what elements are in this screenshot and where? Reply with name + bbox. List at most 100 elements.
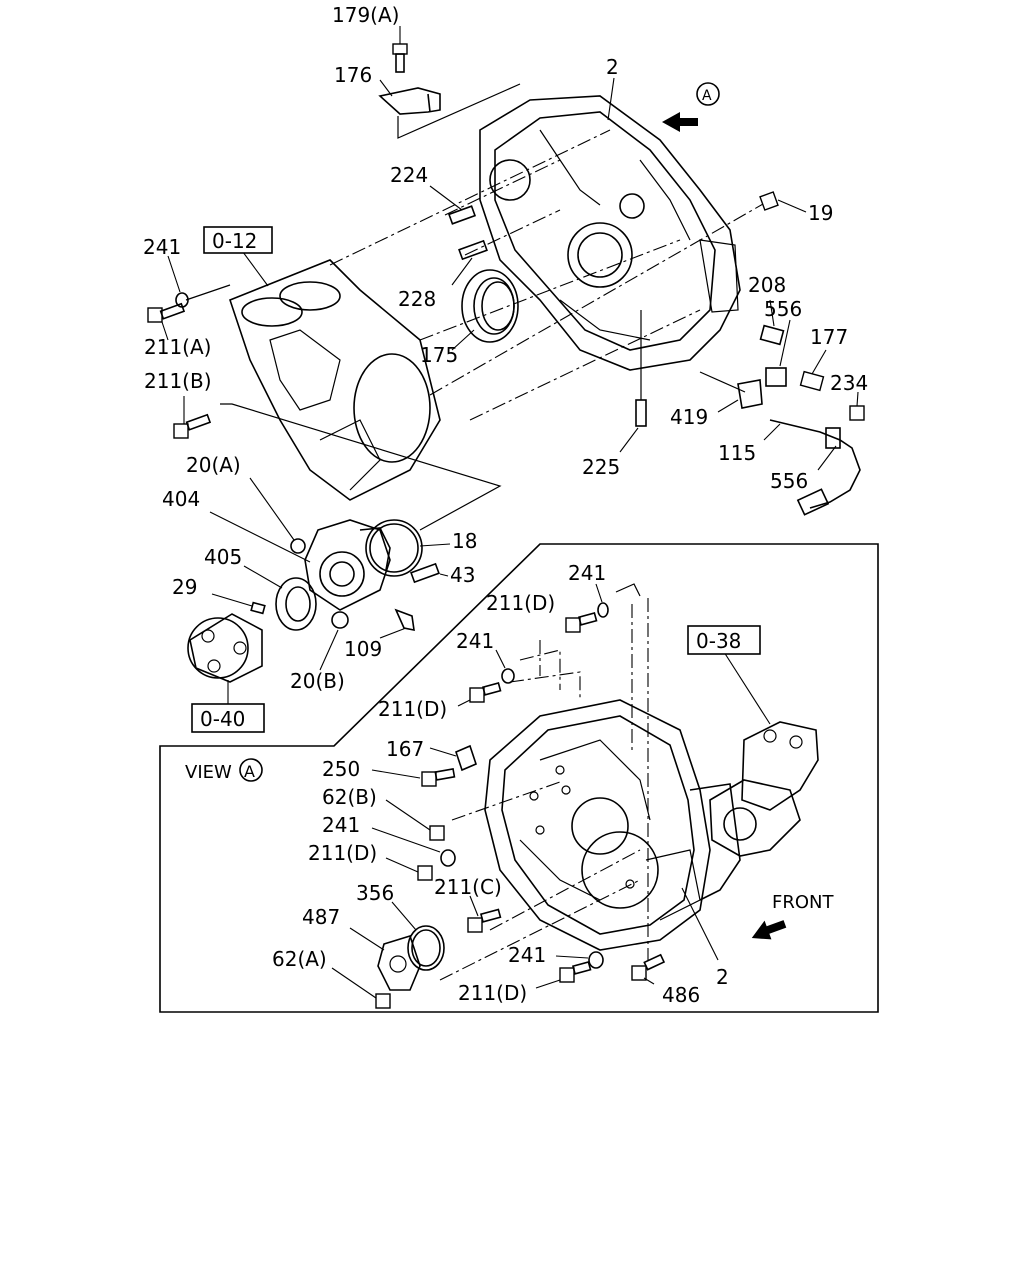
bolt-211d-a (565, 612, 598, 633)
label-556-lower: 556 (770, 469, 808, 493)
sensor-109 (379, 608, 415, 639)
bolt-250 (371, 768, 456, 787)
plug-167 (429, 744, 477, 772)
view-a-prefix: VIEW (185, 762, 232, 783)
bolt-62a (331, 967, 391, 1009)
bolt-62b (385, 799, 445, 841)
bolt-211d-d (535, 961, 592, 989)
label-211d-c: 211(D) (308, 841, 377, 865)
sensor-208 (759, 299, 785, 346)
bracket-419 (699, 371, 763, 413)
label-a-top: A (702, 88, 712, 104)
label-234: 234 (830, 371, 868, 395)
label-486: 486 (662, 983, 700, 1007)
label-241-b: 241 (568, 561, 606, 585)
label-43: 43 (450, 563, 475, 587)
label-29: 29 (172, 575, 197, 599)
label-250: 250 (322, 757, 360, 781)
pin-29 (211, 593, 266, 615)
view-a-circle-letter: A (244, 762, 255, 781)
label-405: 405 (204, 545, 242, 569)
bolt-211a (147, 284, 231, 341)
label-241-e: 241 (508, 943, 546, 967)
bolt-211b (173, 396, 502, 531)
stud-43 (410, 562, 449, 584)
label-419: 419 (670, 405, 708, 429)
ref-0-12: 0-12 (212, 229, 257, 253)
label-225: 225 (582, 455, 620, 479)
label-175: 175 (420, 343, 458, 367)
label-62b: 62(B) (322, 785, 377, 809)
washer-241-c (495, 649, 515, 684)
ref-0-38: 0-38 (696, 629, 741, 653)
label-2-top: 2 (606, 55, 619, 79)
label-404: 404 (162, 487, 200, 511)
label-62a: 62(A) (272, 947, 327, 971)
front-label: FRONT (772, 892, 834, 913)
hydraulic-pump-0-40 (187, 613, 263, 704)
label-177: 177 (810, 325, 848, 349)
oil-seal-175 (451, 269, 519, 351)
label-211c: 211(C) (434, 875, 502, 899)
bolt-177 (799, 349, 827, 392)
bolt-211d-b (457, 682, 502, 707)
stud-228 (451, 239, 488, 286)
label-228: 228 (398, 287, 436, 311)
label-241-c: 241 (456, 629, 494, 653)
bolt-211d-c (385, 857, 433, 881)
o-ring-18 (365, 519, 451, 577)
flywheel-housing-bottom (484, 699, 741, 961)
bracket-176 (378, 79, 521, 139)
o-ring-356 (391, 901, 445, 971)
label-241-top: 241 (143, 235, 181, 259)
label-167: 167 (386, 737, 424, 761)
view-a-circle: A (239, 758, 263, 782)
label-179a: 179(A) (332, 3, 399, 27)
label-224: 224 (390, 163, 428, 187)
label-211b: 211(B) (144, 369, 212, 393)
label-19: 19 (808, 201, 833, 225)
nut-20b (319, 611, 349, 671)
washer-241-b (595, 583, 609, 618)
nut-20a (249, 477, 306, 554)
bolt-234 (849, 391, 865, 421)
bolt-19 (759, 191, 807, 213)
bolt-211c (467, 895, 502, 933)
label-556-upper: 556 (764, 297, 802, 321)
view-a-frame (159, 543, 879, 1013)
ref-box-0-40: 0-40 (191, 703, 265, 733)
label-109: 109 (344, 637, 382, 661)
label-211d-a: 211(D) (486, 591, 555, 615)
stud-225 (619, 310, 647, 453)
cover-487 (349, 927, 421, 991)
view-arrow-top (662, 82, 720, 132)
label-208: 208 (748, 273, 786, 297)
front-arrow: FRONT (751, 892, 834, 940)
harness-115 (763, 419, 861, 516)
washer-241-e (555, 951, 604, 969)
ref-box-0-38: 0-38 (687, 625, 761, 655)
pump-assembly-404 (209, 511, 391, 611)
label-176: 176 (334, 63, 372, 87)
label-211d-b: 211(D) (378, 697, 447, 721)
label-487: 487 (302, 905, 340, 929)
flywheel-housing-top (479, 77, 741, 371)
label-241-d: 241 (322, 813, 360, 837)
label-2-bottom: 2 (716, 965, 729, 989)
stud-224 (429, 185, 477, 225)
air-compressor-0-38 (709, 651, 819, 857)
label-211a: 211(A) (144, 335, 211, 359)
clip-556-upper (765, 319, 791, 387)
label-211d-d: 211(D) (458, 981, 527, 1005)
bolt-486 (631, 953, 666, 985)
label-18: 18 (452, 529, 477, 553)
washer-241-top (167, 255, 189, 308)
label-20b: 20(B) (290, 669, 345, 693)
bearing-405 (243, 565, 317, 631)
cylinder-block (229, 247, 441, 501)
bolt-179a (392, 26, 408, 73)
ref-0-40: 0-40 (200, 707, 245, 731)
label-356: 356 (356, 881, 394, 905)
ref-box-0-12: 0-12 (203, 226, 273, 254)
